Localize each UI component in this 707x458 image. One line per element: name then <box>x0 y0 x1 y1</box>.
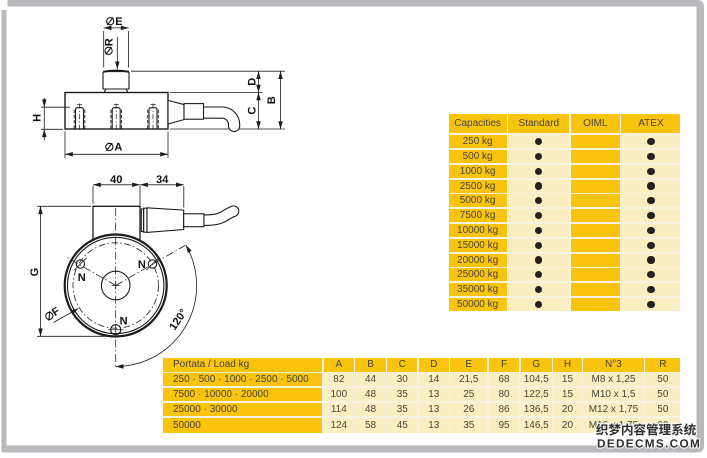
svg-text:A: A <box>114 142 122 154</box>
svg-text:G: G <box>29 268 41 277</box>
svg-text:B: B <box>266 96 278 104</box>
svg-text:E: E <box>115 16 122 28</box>
svg-text:H: H <box>31 114 43 122</box>
svg-text:DEDECMS.COM: DEDECMS.COM <box>597 437 701 451</box>
svg-text:N: N <box>120 315 128 327</box>
svg-text:40: 40 <box>110 174 122 186</box>
svg-text:N: N <box>78 272 86 284</box>
svg-text:34: 34 <box>156 174 169 186</box>
svg-text:D: D <box>246 78 258 86</box>
svg-text:N: N <box>138 259 146 271</box>
svg-text:R: R <box>104 38 116 46</box>
svg-text:C: C <box>246 107 258 115</box>
